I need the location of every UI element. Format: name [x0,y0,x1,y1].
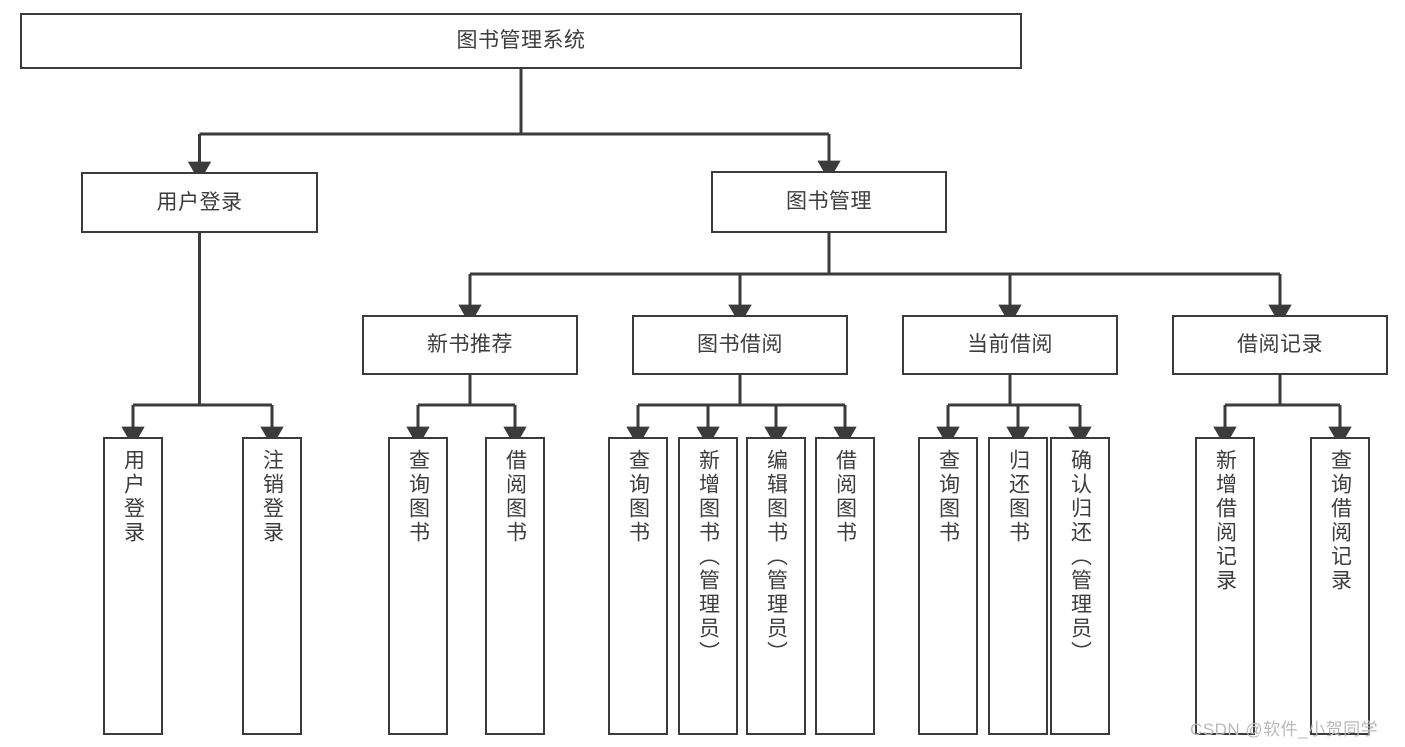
node-root: 图书管理系统 [20,13,1022,69]
node-leaf-query-record: 查询借阅记录 [1310,437,1370,735]
node-user-login: 用户登录 [81,172,318,233]
node-label-leaf-query-book-2: 查询图书 [626,449,650,545]
node-leaf-borrow-book-2: 借阅图书 [815,437,875,735]
node-leaf-borrow-book-1: 借阅图书 [485,437,545,735]
node-leaf-user-login: 用户登录 [103,437,163,735]
node-label-leaf-user-login: 用户登录 [121,449,145,545]
node-label-leaf-edit-book: 编辑图书（管理员） [764,449,788,665]
node-label-leaf-query-record: 查询借阅记录 [1328,449,1352,593]
node-leaf-query-book-3: 查询图书 [918,437,978,735]
node-label-leaf-borrow-book-1: 借阅图书 [503,449,527,545]
node-label-book-borrow: 图书借阅 [697,333,783,357]
node-label-leaf-query-book-1: 查询图书 [406,449,430,545]
node-leaf-query-book-2: 查询图书 [608,437,668,735]
node-label-leaf-return-book: 归还图书 [1006,449,1030,545]
node-label-leaf-add-book: 新增图书（管理员） [696,449,720,665]
node-book-mgmt: 图书管理 [711,171,947,233]
node-leaf-logout: 注销登录 [242,437,302,735]
node-label-leaf-query-book-3: 查询图书 [936,449,960,545]
node-label-leaf-add-record: 新增借阅记录 [1213,449,1237,593]
node-label-borrow-record: 借阅记录 [1237,333,1323,357]
node-leaf-edit-book: 编辑图书（管理员） [746,437,806,735]
node-label-leaf-logout: 注销登录 [260,449,284,545]
node-leaf-add-record: 新增借阅记录 [1195,437,1255,735]
node-label-current-borrow: 当前借阅 [967,333,1053,357]
node-label-new-book-rec: 新书推荐 [427,333,513,357]
node-label-root: 图书管理系统 [456,29,586,53]
edge-layer [121,69,1352,447]
node-borrow-record: 借阅记录 [1172,315,1388,375]
node-leaf-add-book: 新增图书（管理员） [678,437,738,735]
node-label-leaf-confirm-return: 确认归还（管理员） [1068,449,1092,665]
node-label-leaf-borrow-book-2: 借阅图书 [833,449,857,545]
node-label-book-mgmt: 图书管理 [786,190,872,214]
node-new-book-rec: 新书推荐 [362,315,578,375]
node-book-borrow: 图书借阅 [632,315,848,375]
node-current-borrow: 当前借阅 [902,315,1118,375]
node-leaf-return-book: 归还图书 [988,437,1048,735]
node-leaf-confirm-return: 确认归还（管理员） [1050,437,1110,735]
node-leaf-query-book-1: 查询图书 [388,437,448,735]
node-label-user-login: 用户登录 [156,190,243,214]
